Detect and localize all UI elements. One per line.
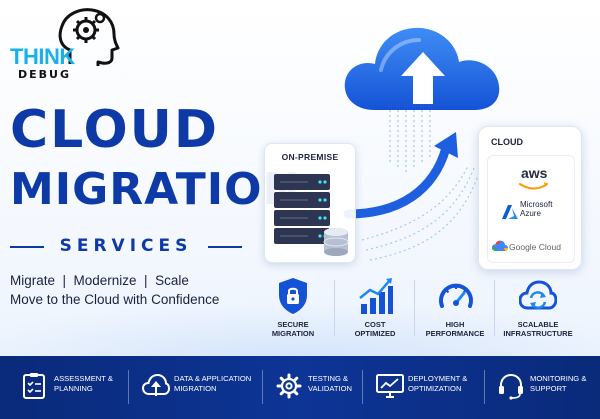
feature-divider [494, 280, 495, 336]
azure-icon [502, 205, 518, 219]
aws-logo: aws [521, 165, 548, 181]
feature-label: SECURE MIGRATION [254, 320, 332, 339]
shield-lock-icon [279, 278, 307, 314]
logo-think-text: THINK [10, 44, 75, 69]
cloud-providers-card: CLOUD aws Microsoft Azure Google Cloud [478, 126, 582, 270]
feature-label: COST OPTIMIZED [336, 320, 414, 339]
feature-secure-migration: SECURE MIGRATION [254, 276, 332, 340]
feature-label-line1: SCALABLE [517, 320, 559, 329]
feature-label-line1: HIGH [445, 320, 465, 329]
step-label-line1: ASSESSMENT & [54, 374, 113, 383]
feature-high-performance: HIGH PERFORMANCE [416, 276, 494, 340]
cloud-label: CLOUD [491, 137, 523, 147]
logo-debug-text: DEBUG [18, 68, 71, 81]
step-divider [262, 370, 263, 404]
think-debug-logo: THINK DEBUG [8, 6, 128, 86]
step-label-line1: MONITORING & [530, 374, 587, 383]
speedometer-icon [439, 283, 473, 308]
step-label-line1: DATA & APPLICATION [174, 374, 252, 383]
scalable-cloud-icon [519, 280, 557, 310]
headset-icon [499, 373, 523, 400]
hero-title-line1: CLOUD [10, 100, 220, 160]
step-label-line2: PLANNING [54, 384, 93, 394]
hero-title-line2: MIGRATION [10, 164, 301, 215]
aws-smile-icon [519, 182, 548, 190]
azure-name-line2: Azure [520, 208, 541, 218]
cloud-upload-icon [142, 373, 170, 396]
feature-cost-optimized: COST OPTIMIZED [336, 276, 414, 340]
step-divider [484, 370, 485, 404]
server-rack-icon [274, 174, 349, 256]
step-label: DATA & APPLICATION MIGRATION [174, 374, 251, 395]
feature-label-line2: OPTIMIZED [354, 329, 396, 339]
step-label-line1: DEPLOYMENT & [408, 374, 468, 383]
step-divider [362, 370, 363, 404]
step-divider [128, 370, 129, 404]
feature-scalable-infrastructure: SCALABLE INFRASTRUCTURE [496, 276, 580, 340]
services-subtitle: SERVICES [10, 236, 242, 258]
step-label-line2: OPTIMIZATION [408, 384, 462, 394]
azure-name-line1: Microsoft [520, 200, 553, 209]
feature-divider [334, 280, 335, 336]
cloud-upload-icon [344, 27, 500, 110]
step-label: DEPLOYMENT & OPTIMIZATION [408, 374, 467, 395]
subtitle-text: SERVICES [59, 236, 193, 256]
feature-label: HIGH PERFORMANCE [416, 320, 494, 339]
step-label: TESTING & VALIDATION [308, 374, 352, 395]
sub-tagline: Move to the Cloud with Confidence [10, 292, 220, 307]
step-label: MONITORING & SUPPORT [530, 374, 586, 395]
tagline: Migrate | Modernize | Scale [10, 273, 189, 288]
step-label-line2: MIGRATION [174, 384, 217, 394]
google-cloud-icon [492, 240, 508, 251]
checklist-icon [23, 373, 45, 399]
providers-list: aws Microsoft Azure Google Cloud [487, 155, 575, 263]
feature-label-line2: INFRASTRUCTURE [503, 329, 573, 339]
process-bar: ASSESSMENT & PLANNING DATA & APPLICATION… [0, 356, 600, 419]
head-gear-icon [58, 8, 120, 66]
feature-label: SCALABLE INFRASTRUCTURE [496, 320, 580, 339]
step-label-line1: TESTING & [308, 374, 349, 383]
step-label-line2: VALIDATION [308, 384, 353, 394]
monitor-chart-icon [376, 374, 404, 398]
feature-divider [414, 280, 415, 336]
feature-label-line1: COST [364, 320, 386, 329]
gear-icon [276, 373, 302, 399]
cost-chart-icon [359, 278, 393, 314]
database-icon [323, 228, 349, 256]
divider-left [10, 246, 44, 248]
on-premise-label: ON-PREMISE [281, 152, 339, 162]
divider-right [208, 246, 242, 248]
azure-name: Microsoft Azure [520, 200, 553, 219]
google-cloud-name: Google Cloud [509, 242, 561, 252]
feature-label-line2: PERFORMANCE [425, 329, 485, 339]
step-label: ASSESSMENT & PLANNING [54, 374, 113, 395]
feature-label-line1: SECURE [277, 320, 309, 329]
feature-label-line2: MIGRATION [271, 329, 315, 339]
step-label-line2: SUPPORT [530, 384, 567, 394]
